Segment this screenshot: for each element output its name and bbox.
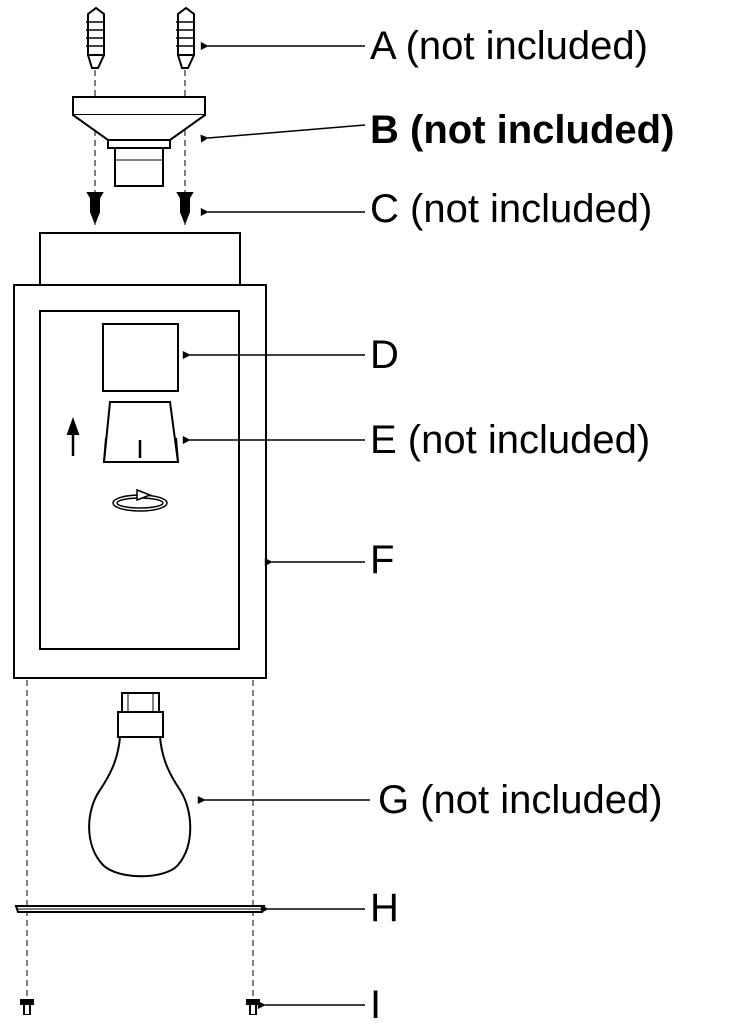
label-f: F: [370, 538, 395, 582]
screw-c-left: [86, 192, 104, 225]
leader-b: [200, 124, 366, 143]
lampholder-e: [102, 401, 180, 463]
screw-i-right: [246, 999, 260, 1015]
label-d: D: [370, 333, 399, 377]
bulb-g: [88, 692, 192, 878]
up-arrow-icon: [66, 417, 80, 456]
label-e: E (not included): [370, 418, 651, 462]
screw-c-right: [176, 192, 194, 225]
part-d: [102, 323, 179, 392]
lantern-body-f: [13, 232, 267, 679]
ceiling-bracket-b: [72, 96, 206, 187]
label-i: I: [370, 983, 382, 1027]
label-b: B (not included): [370, 108, 675, 152]
label-h: H: [370, 886, 399, 930]
wall-plug-a-right: [176, 6, 195, 69]
rotate-icon: [112, 488, 168, 512]
screw-i-left: [20, 999, 34, 1015]
label-g: G (not included): [378, 778, 663, 822]
label-a: A (not included): [370, 24, 648, 68]
base-plate-h: [14, 905, 266, 913]
wall-plug-a-left: [86, 6, 105, 69]
label-c: C (not included): [370, 187, 653, 231]
